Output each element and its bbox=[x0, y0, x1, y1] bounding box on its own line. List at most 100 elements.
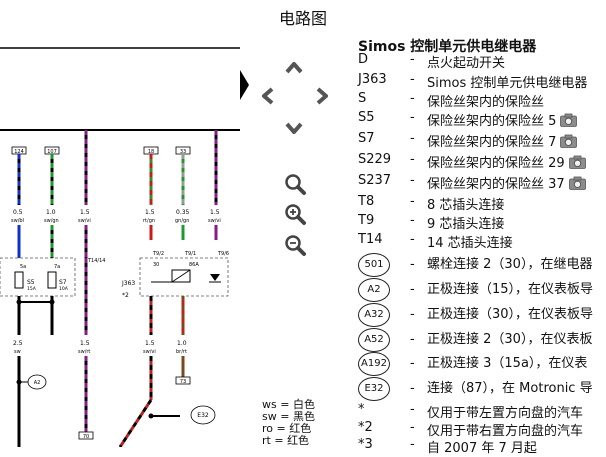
bottom-tag-1-text: 73 bbox=[180, 379, 186, 385]
lower-wire-2-top: 1.5 bbox=[80, 340, 90, 347]
wire-4-top: 1.5 bbox=[145, 209, 155, 216]
junction-1 bbox=[16, 299, 22, 305]
fuse-s7-name: S7 bbox=[59, 279, 67, 286]
legend-circled-code: A192 bbox=[358, 352, 390, 376]
legend-circled-code: E32 bbox=[358, 377, 390, 401]
zoom-in-button[interactable] bbox=[282, 201, 308, 227]
chevron-left-icon bbox=[262, 87, 274, 105]
color-code: rt bbox=[262, 434, 271, 447]
wire-4-bottom: rt/gn bbox=[143, 218, 155, 224]
legend-code: D bbox=[358, 52, 369, 67]
chevron-up-icon bbox=[285, 62, 303, 74]
camera-icon[interactable] bbox=[560, 113, 578, 127]
legend-description: 正极连接（15），在仪表板导 bbox=[427, 282, 594, 297]
legend-code: *3 bbox=[358, 437, 373, 452]
fuse-s7 bbox=[47, 271, 57, 289]
color-code: ro bbox=[262, 422, 274, 435]
wire-5-bottom: gn/gn bbox=[175, 218, 189, 224]
junction-2 bbox=[49, 299, 55, 305]
relay-pin-86a: 86A bbox=[189, 262, 199, 268]
legend-description: 仅用于带右置方向盘的汽车 bbox=[427, 424, 584, 439]
relay-pin-30: 30 bbox=[153, 262, 159, 268]
legend-code: S5 bbox=[358, 110, 375, 125]
camera-icon[interactable] bbox=[560, 134, 578, 148]
legend-circled-code: A2 bbox=[358, 278, 390, 302]
top-tag-2-text: 107 bbox=[47, 149, 57, 155]
wire-6-top: 1.5 bbox=[210, 209, 220, 216]
color-name: 红色 bbox=[287, 434, 310, 447]
ground-e32 bbox=[190, 405, 216, 425]
top-tag-3-text: 18 bbox=[148, 149, 154, 155]
color-code: ws bbox=[262, 398, 277, 411]
legend-dash: - bbox=[410, 152, 415, 167]
legend-description: 螺栓连接 2（30），在继电器 bbox=[427, 257, 593, 272]
chevron-down-icon bbox=[285, 122, 303, 134]
connector-t14: T14/14 bbox=[87, 258, 105, 264]
legend-dash: - bbox=[410, 420, 415, 435]
connector-t9-2: T9/2 bbox=[152, 251, 164, 257]
relay-note: *2 bbox=[122, 292, 129, 299]
zoom-out-button[interactable] bbox=[282, 232, 308, 258]
ground-e32-text: E32 bbox=[197, 412, 209, 419]
legend-description: 保险丝架内的保险丝 29 bbox=[427, 152, 586, 171]
legend-dash: - bbox=[410, 402, 415, 417]
legend-dash: - bbox=[410, 356, 415, 371]
lower-wire-4-top: 1.0 bbox=[177, 340, 187, 347]
fuse-s5 bbox=[14, 271, 24, 289]
top-tag-4-text: 33 bbox=[180, 149, 186, 155]
wire-5-top: 0.35 bbox=[176, 209, 190, 216]
camera-icon[interactable] bbox=[568, 176, 586, 190]
legend-dash: - bbox=[410, 131, 415, 146]
pan-up-button[interactable] bbox=[281, 55, 307, 81]
wire-2-bottom: sw/gn bbox=[44, 218, 59, 224]
zoom-fit-button[interactable] bbox=[282, 171, 308, 197]
legend-code: S237 bbox=[358, 173, 392, 188]
legend-dash: - bbox=[410, 91, 415, 106]
lower-wire-1-bottom: sw bbox=[14, 349, 21, 355]
wire-diagonal bbox=[118, 399, 153, 448]
legend-code: J363 bbox=[358, 72, 387, 87]
fuse-s7-pin: 7a bbox=[54, 264, 60, 270]
fuse-s7-rating: 10A bbox=[59, 286, 69, 292]
legend-code: S7 bbox=[358, 131, 375, 146]
legend-description: 正极连接（30），在仪表板导 bbox=[427, 307, 594, 322]
pan-left-button[interactable] bbox=[255, 83, 281, 109]
pan-down-button[interactable] bbox=[281, 115, 307, 141]
magnifier-icon bbox=[285, 174, 306, 195]
lower-wire-3-bottom: sw/vi bbox=[143, 349, 156, 355]
fuse-s5-pin: 5a bbox=[20, 264, 26, 270]
wire-2-top: 1.0 bbox=[46, 209, 56, 216]
color-key-row: rt = 红色 bbox=[262, 434, 310, 447]
legend-dash: - bbox=[410, 52, 415, 67]
legend-dash: - bbox=[410, 332, 415, 347]
chevron-right-icon bbox=[316, 87, 328, 105]
connector-t9-6: T9/6 bbox=[217, 251, 229, 257]
legend-dash: - bbox=[410, 72, 415, 87]
fuse-s5-rating: 15A bbox=[27, 286, 37, 292]
wire-1-top: 0.5 bbox=[13, 209, 23, 216]
page-title: 电路图 bbox=[278, 9, 327, 28]
color-key: ws = 白色 sw = 黑色 ro = 红色 rt = 红色 bbox=[262, 399, 315, 447]
color-name: 白色 bbox=[292, 398, 315, 411]
legend-dash: - bbox=[410, 437, 415, 452]
legend-description: 点火起动开关 bbox=[427, 56, 506, 71]
legend-dash: - bbox=[410, 381, 415, 396]
bottom-tag-2-text: 70 bbox=[83, 434, 89, 440]
legend-description: 正极连接 2（30），在仪表板 bbox=[427, 332, 593, 347]
legend-dash: - bbox=[410, 257, 415, 272]
lower-wire-1-top: 2.5 bbox=[13, 340, 23, 347]
relay-name: J363 bbox=[121, 280, 135, 287]
pan-right-button[interactable] bbox=[309, 83, 335, 109]
legend-circled-code: 501 bbox=[358, 253, 390, 277]
legend-dash: - bbox=[410, 110, 415, 125]
legend-code: * bbox=[358, 402, 365, 417]
expand-panel-arrow-icon[interactable] bbox=[240, 70, 249, 100]
legend-heading: Simos 控制单元供电继电器 bbox=[358, 39, 537, 55]
legend-dash: - bbox=[410, 307, 415, 322]
relay-diode bbox=[210, 274, 220, 281]
zoom-in-icon bbox=[285, 204, 306, 225]
legend-description: 保险丝架内的保险丝 5 bbox=[427, 110, 578, 129]
legend-dash: - bbox=[410, 232, 415, 247]
legend-code: *2 bbox=[358, 420, 373, 435]
camera-icon[interactable] bbox=[568, 155, 586, 169]
